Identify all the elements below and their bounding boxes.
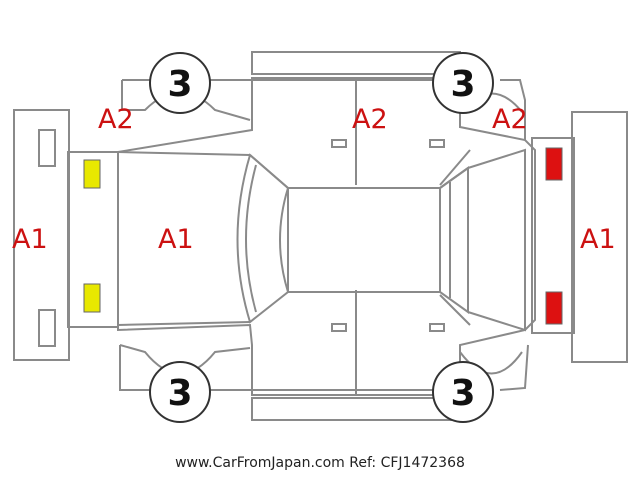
quarter-line-top	[439, 149, 471, 186]
front-bumper-label: A1	[12, 224, 48, 255]
hood-front-edge	[117, 151, 251, 156]
trunk-lid	[467, 148, 526, 332]
rear-bumper	[571, 111, 628, 363]
right-door-handle-rear	[429, 323, 445, 332]
front-headlight-left	[83, 159, 101, 189]
wheel-rear-left	[432, 52, 494, 114]
quarter-line-bottom	[439, 294, 471, 326]
left-door-handle-front	[331, 139, 347, 148]
left-side-skirt	[251, 51, 461, 75]
wheel-front-left-grade: 3	[167, 64, 192, 105]
left-body-side	[122, 79, 526, 140]
windshield-inner	[245, 164, 257, 313]
front-left-fender-label: A2	[98, 104, 134, 135]
wheel-rear-left-grade: 3	[450, 64, 475, 105]
rear-left-quarter-label: A2	[492, 104, 528, 135]
right-rear-arc	[459, 351, 523, 375]
pillar-top-rear	[439, 167, 469, 189]
front-headlight-right	[83, 283, 101, 313]
rear-taillight-right	[545, 291, 563, 325]
hood-front-edge-bottom	[117, 321, 251, 326]
wheel-front-right	[149, 361, 211, 423]
right-door-handle-front	[331, 323, 347, 332]
front-bumper-vent-top	[38, 129, 56, 167]
front-bumper-vent-bottom	[38, 309, 56, 347]
footer-reference: www.CarFromJapan.com Ref: CFJ1472368	[175, 455, 465, 471]
wheel-front-right-grade: 3	[167, 373, 192, 414]
roof	[287, 187, 441, 293]
rear-bumper-label: A1	[580, 224, 616, 255]
wheel-rear-right-grade: 3	[450, 373, 475, 414]
pillar-top-front	[249, 154, 289, 189]
rear-light-frame	[531, 137, 575, 334]
right-body-side	[119, 344, 529, 391]
wheel-rear-right	[432, 361, 494, 423]
rear-taillight-left	[545, 147, 563, 181]
rear-window	[439, 166, 469, 314]
right-side-skirt	[251, 397, 461, 421]
front-light-frame	[67, 151, 119, 328]
wheel-front-left	[149, 52, 211, 114]
left-door-handle-rear	[429, 139, 445, 148]
hood-label: A1	[158, 224, 194, 255]
windshield	[236, 153, 290, 324]
left-side-label: A2	[352, 104, 388, 135]
